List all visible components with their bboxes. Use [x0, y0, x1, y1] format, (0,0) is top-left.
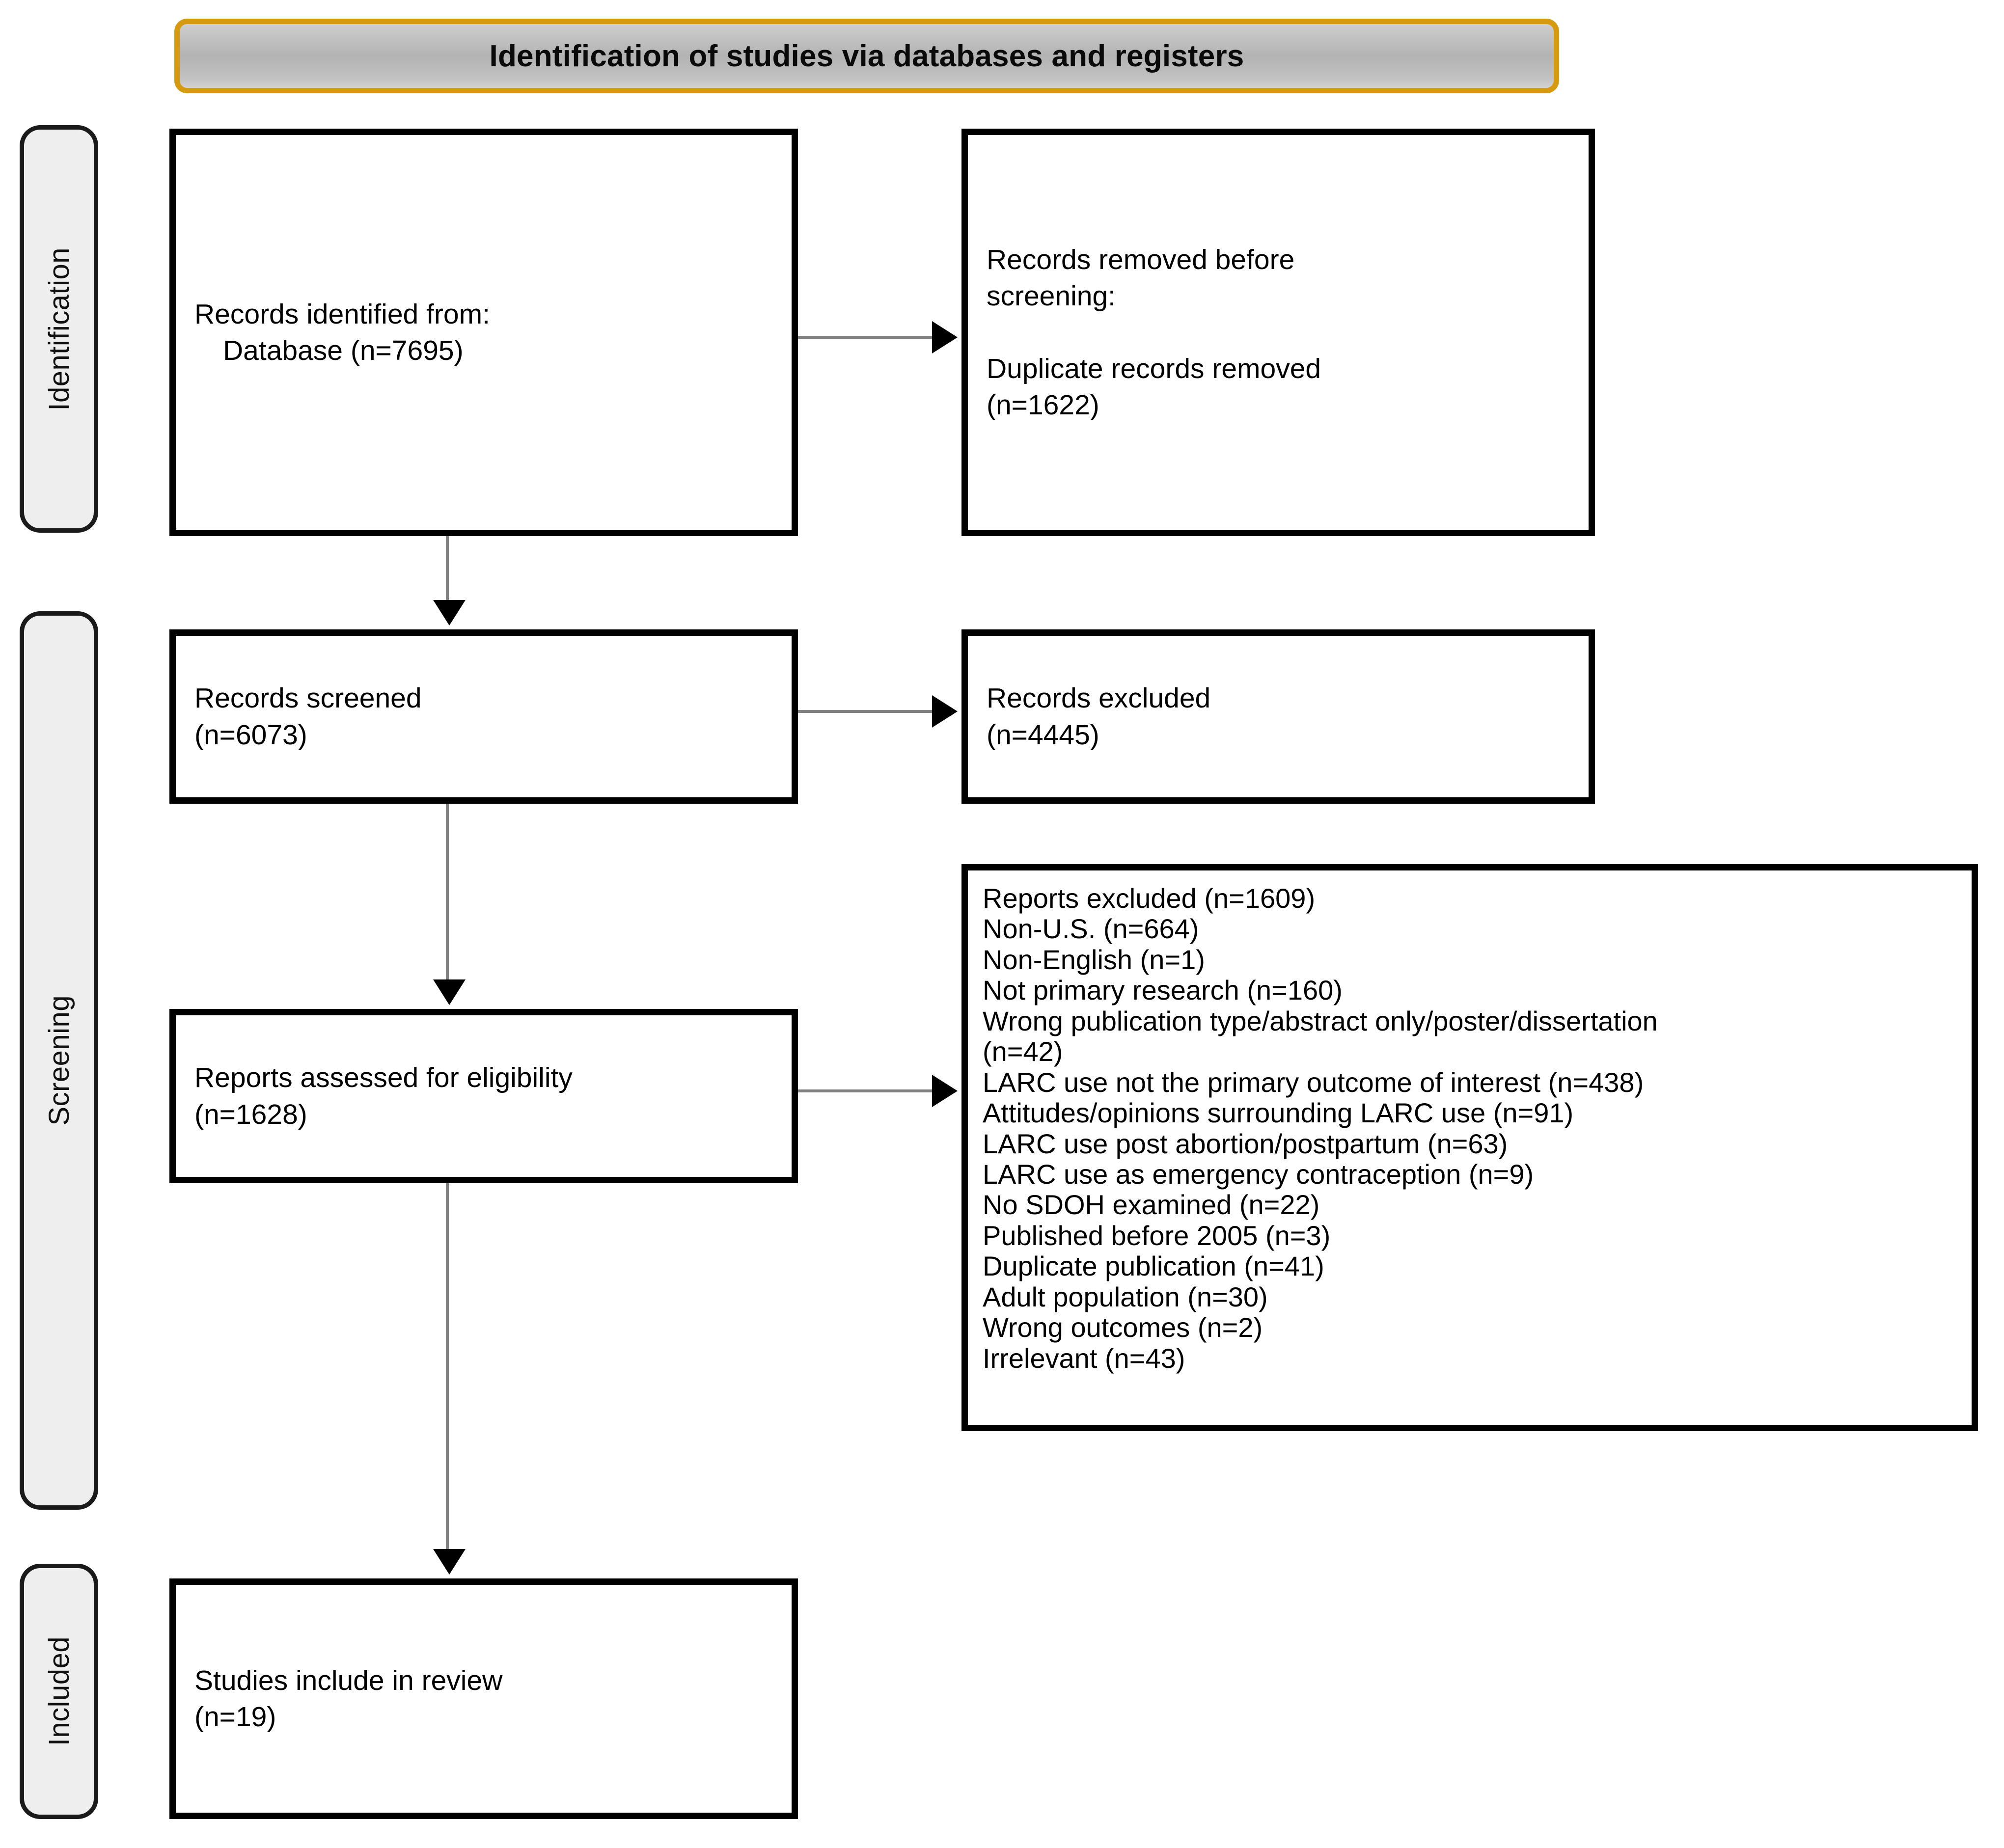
exclusion-reason-item: LARC use post abortion/postpartum (n=63) [983, 1128, 1508, 1159]
connector-assessed-to-included-shaft [446, 1183, 449, 1559]
exclusion-reason-item: No SDOH examined (n=22) [983, 1189, 1320, 1221]
exclusion-reason-item: Non-English (n=1) [983, 944, 1205, 975]
records-removed-line2: screening: [987, 280, 1116, 312]
box-records-excluded: Records excluded (n=4445) [961, 629, 1595, 804]
records-excluded-line1: Records excluded [987, 682, 1211, 714]
arrow-down-icon [433, 600, 466, 625]
connector-screened-to-assessed-shaft [446, 804, 449, 989]
exclusion-reason-item: Adult population (n=30) [983, 1281, 1268, 1312]
records-removed-line3: Duplicate records removed [987, 353, 1321, 385]
exclusion-reason-item: Irrelevant (n=43) [983, 1342, 1185, 1374]
exclusion-reason-item: Reports excluded (n=1609) [983, 883, 1316, 914]
exclusion-reason-item: Wrong outcomes (n=2) [983, 1312, 1263, 1343]
connector-identified-to-screened-shaft [446, 536, 449, 610]
records-identified-line1: Records identified from: [194, 298, 490, 330]
reports-assessed-line2: (n=1628) [194, 1098, 307, 1130]
box-reports-assessed: Reports assessed for eligibility (n=1628… [169, 1009, 798, 1183]
exclusion-reason-item: Published before 2005 (n=3) [983, 1220, 1331, 1251]
stage-band-label-screening: Screening [43, 995, 75, 1126]
stage-band-included: Included [20, 1564, 98, 1819]
exclusion-reason-item: Not primary research (n=160) [983, 975, 1343, 1006]
records-removed-spacer [968, 314, 1589, 351]
studies-included-line2: (n=19) [194, 1701, 276, 1733]
exclusion-reason-item: LARC use as emergency contraception (n=9… [983, 1158, 1534, 1190]
exclusion-reason-list: Reports excluded (n=1609) Non-U.S. (n=66… [968, 870, 1972, 1374]
records-screened-line1: Records screened [194, 682, 422, 714]
exclusion-reason-item: Attitudes/opinions surrounding LARC use … [983, 1097, 1574, 1129]
records-excluded-line2: (n=4445) [987, 719, 1099, 751]
records-removed-line1: Records removed before [987, 244, 1295, 275]
exclusion-reason-item: Wrong publication type/abstract only/pos… [983, 1005, 1658, 1036]
stage-band-identification: Identification [20, 125, 98, 533]
arrow-down-icon [433, 979, 466, 1005]
exclusion-reason-item: (n=42) [983, 1036, 1063, 1067]
arrow-right-icon [932, 321, 958, 353]
records-identified-line2: Database (n=7695) [223, 335, 464, 366]
stage-band-label-identification: Identification [43, 247, 75, 411]
stage-band-screening: Screening [20, 611, 98, 1510]
connector-identified-to-removed-shaft [798, 336, 938, 339]
phase-banner-title: Identification of studies via databases … [489, 39, 1244, 73]
box-records-removed: Records removed before screening: Duplic… [961, 129, 1595, 536]
stage-band-label-included: Included [43, 1636, 75, 1746]
exclusion-reason-item: Non-U.S. (n=664) [983, 913, 1199, 945]
reports-assessed-line1: Reports assessed for eligibility [194, 1062, 573, 1094]
box-records-identified: Records identified from: Database (n=769… [169, 129, 798, 536]
arrow-down-icon [433, 1549, 466, 1575]
exclusion-reason-item: LARC use not the primary outcome of inte… [983, 1066, 1644, 1098]
connector-assessed-to-reports-excluded-shaft [798, 1089, 938, 1092]
exclusion-reason-item: Duplicate publication (n=41) [983, 1250, 1324, 1282]
box-reports-excluded-reasons: Reports excluded (n=1609) Non-U.S. (n=66… [961, 864, 1978, 1431]
connector-screened-to-excluded-shaft [798, 710, 938, 713]
records-removed-line4: (n=1622) [987, 389, 1099, 421]
box-studies-included: Studies include in review (n=19) [169, 1578, 798, 1819]
arrow-right-icon [932, 1075, 958, 1107]
arrow-right-icon [932, 695, 958, 728]
box-records-screened: Records screened (n=6073) [169, 629, 798, 804]
records-screened-line2: (n=6073) [194, 719, 307, 751]
studies-included-line1: Studies include in review [194, 1664, 503, 1696]
phase-banner-identification: Identification of studies via databases … [174, 19, 1559, 93]
